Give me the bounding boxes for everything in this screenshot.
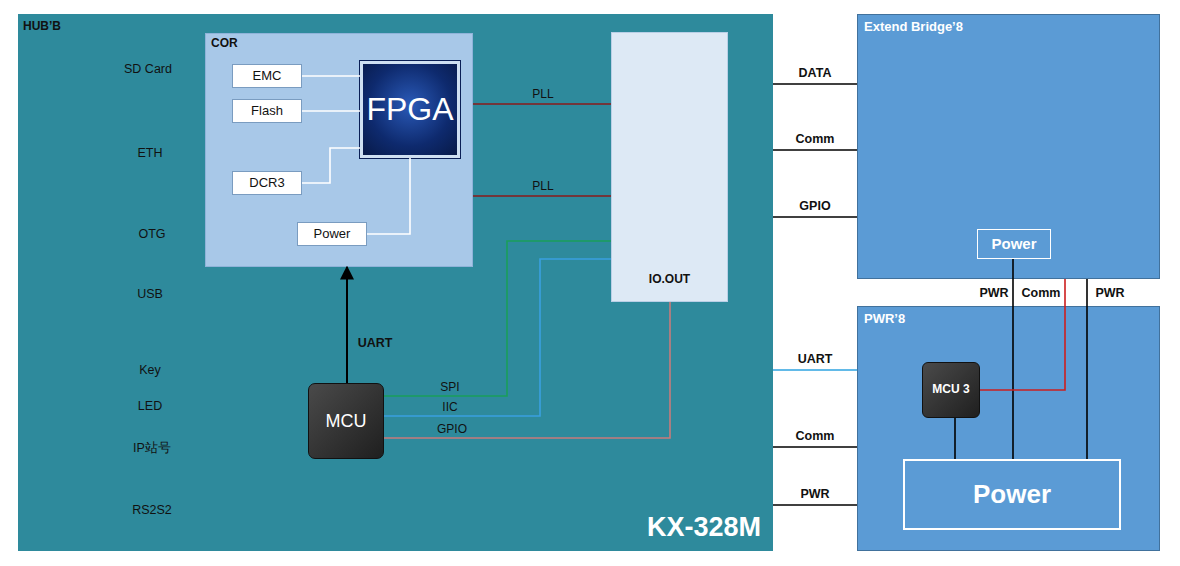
power-panel: PWR’8MCU 3 Power	[857, 306, 1160, 551]
signal-label: PWR	[800, 487, 829, 501]
signal-label: PWR	[1095, 286, 1124, 300]
ddr-box: DCR3	[232, 171, 302, 195]
node-label: KX-328M	[647, 512, 761, 543]
port-label: ETH	[138, 146, 163, 160]
connector	[980, 279, 1065, 390]
port-label: SD Card	[124, 62, 172, 76]
memory-box: EMC	[232, 64, 302, 88]
node-label: PWR’8	[864, 312, 905, 327]
connector	[384, 259, 611, 416]
node-label: HUB’B	[23, 20, 61, 34]
connector	[473, 195, 611, 197]
signal-label: GPIO	[799, 199, 830, 213]
fpga-chip: FPGA	[360, 61, 460, 158]
signal-label: Comm	[1022, 286, 1061, 300]
connector	[773, 216, 857, 218]
power-box: Power	[977, 229, 1051, 259]
node-label: FPGA	[366, 91, 453, 128]
node-label: COR	[211, 37, 238, 51]
connector	[1012, 259, 1014, 459]
signal-label: UART	[798, 352, 833, 366]
io-panel: IO.OUT	[611, 32, 728, 302]
connector	[954, 418, 956, 459]
signal-label: PLL	[532, 87, 553, 101]
node-label: Power	[991, 235, 1036, 252]
node-label: Extend Bridge’8	[864, 20, 963, 35]
signal-label: GPIO	[437, 422, 467, 436]
connector	[302, 148, 360, 183]
node-label: MCU	[326, 411, 367, 432]
connector	[773, 149, 857, 151]
port-label: OTG	[138, 227, 165, 241]
port-label: IP站号	[133, 441, 171, 455]
core-panel: COR EMC Flash FPGA DCR3Power	[205, 33, 473, 267]
bridge-panel: Extend Bridge’8Power	[857, 14, 1160, 279]
signal-label: PWR	[979, 286, 1008, 300]
connector	[302, 75, 360, 77]
port-label: RS2S2	[132, 503, 172, 517]
node-label: Power	[314, 227, 351, 242]
signal-label: SPI	[440, 380, 459, 394]
port-label: LED	[138, 399, 162, 413]
power-box: Power	[903, 459, 1121, 530]
connector	[384, 302, 670, 438]
connector	[367, 158, 410, 234]
signal-label: DATA	[799, 66, 832, 80]
port-label: USB	[137, 287, 163, 301]
port-label: Key	[139, 363, 161, 377]
node-label: EMC	[253, 69, 282, 84]
connector	[773, 83, 857, 85]
connector	[773, 369, 857, 371]
signal-label: Comm	[796, 429, 835, 443]
signal-label: UART	[358, 336, 393, 350]
mcu-chip: MCU 3	[922, 362, 980, 418]
signal-label: Comm	[796, 132, 835, 146]
signal-label: PLL	[532, 179, 553, 193]
connector	[346, 267, 348, 383]
node-label: Power	[973, 480, 1051, 510]
connector	[384, 241, 611, 396]
mcu-chip: MCU	[308, 383, 384, 459]
connector	[1086, 279, 1088, 459]
connector	[473, 103, 611, 105]
flash-box: Flash	[232, 99, 302, 123]
power-box: Power	[297, 222, 367, 246]
node-label: MCU 3	[932, 383, 969, 397]
signal-label: IIC	[442, 400, 457, 414]
node-label: DCR3	[249, 176, 284, 191]
hub-panel: HUB’B KX-328M COR EMC Flash FPGA DCR3PowerIO.O…	[18, 14, 773, 551]
connector	[773, 504, 857, 506]
node-label: Flash	[251, 104, 283, 119]
connector	[302, 110, 360, 112]
connector	[773, 446, 857, 448]
node-label: IO.OUT	[612, 273, 727, 287]
